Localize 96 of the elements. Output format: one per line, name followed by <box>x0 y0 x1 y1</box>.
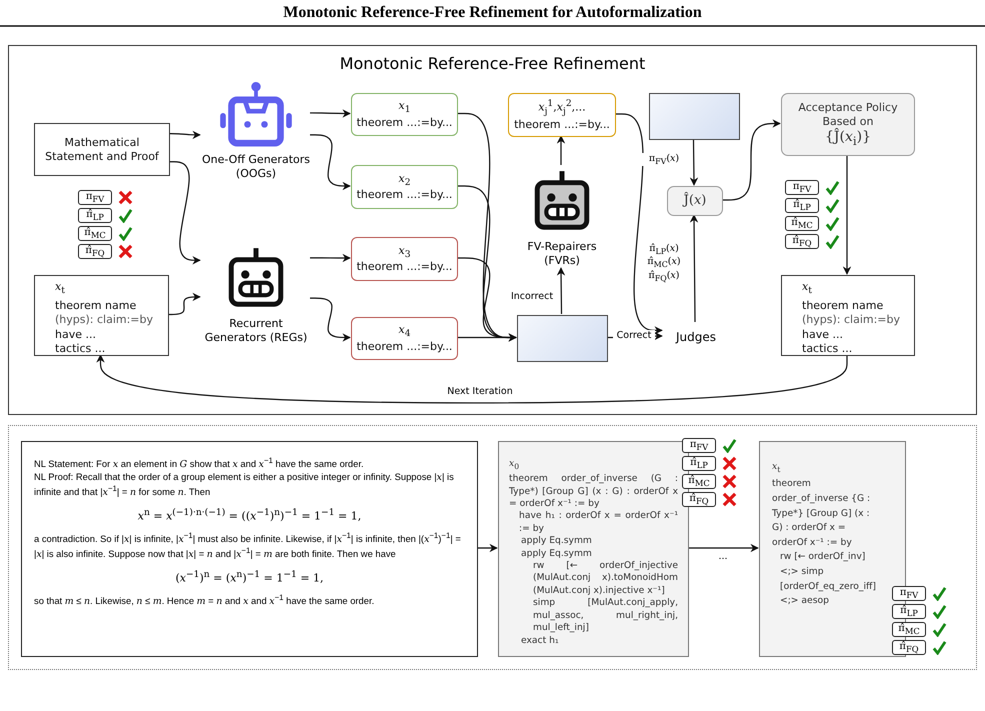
code-line: exact h₁ <box>520 634 560 647</box>
code-line: have ... <box>55 328 97 342</box>
code-box <box>781 275 915 356</box>
code-box <box>498 441 689 657</box>
panel-title: Monotonic Reference-Free Refinement <box>338 54 646 74</box>
code-line: <;> simp [orderOf_eq_zero_iff] <box>779 564 877 594</box>
arrow <box>310 109 351 118</box>
arrow <box>556 135 566 165</box>
code-box <box>759 441 906 657</box>
arrow <box>477 544 498 552</box>
variable-label: x$_{2}$ <box>398 172 411 188</box>
equation: (x$^{−1}$)$^{n}$ = (x$^{n}$)$^{−1}$ = 1$^{−1}$ = 1, <box>174 568 325 586</box>
code-line: apply Eq.symm <box>520 535 593 548</box>
variable-label: x$_{4}$ <box>398 323 411 340</box>
code-box <box>34 275 169 356</box>
metric-tag: π̂$_{FQ}$ <box>892 640 926 655</box>
variable-label: x$_{t}$ <box>55 280 66 298</box>
code-line: theorem ...:=by... <box>356 188 452 202</box>
code-line: tactics ... <box>55 342 106 357</box>
statement-box <box>34 123 170 176</box>
metric-tag: π$_{FV}$ <box>682 438 716 453</box>
code-line: theorem ...:=by... <box>356 260 452 274</box>
candidate-box <box>351 165 458 209</box>
paragraph: so that m ≤ n. Likewise, n ≤ m. Hence m = n and x and x$^{−1}$ have the same order. <box>34 593 376 608</box>
policy-box <box>781 93 915 156</box>
arrow <box>310 134 351 190</box>
empty-box <box>649 93 740 140</box>
metric-tag: π̂$_{LP}$ <box>682 456 716 471</box>
arrow <box>169 130 201 140</box>
metric-tag: π$_{FV}$ <box>78 190 112 205</box>
variable-label: x$_{0}$ <box>509 458 520 473</box>
metric-tag: π̂$_{FQ}$ <box>785 234 819 249</box>
code-line: apply Eq.symm <box>520 548 593 560</box>
arrow <box>168 292 201 316</box>
code-line: theorem ...:=by... <box>356 340 452 354</box>
code-line: (hyps): claim:=by <box>802 313 902 328</box>
variable-label: x$_{3}$ <box>398 244 411 260</box>
statement-label: Mathematical Statement and Proof <box>44 136 160 164</box>
judges-label: Judges <box>663 323 729 351</box>
candidate-box <box>508 93 616 137</box>
text-box <box>21 441 478 657</box>
empty-box <box>517 315 608 362</box>
code-line: <;> aesop <box>779 594 830 608</box>
metric-tag: π$_{FV}$ <box>785 180 819 195</box>
metric-tag: π̂$_{MC}$ <box>785 216 819 231</box>
arrow <box>690 139 698 186</box>
formula: {Ĵ(x$_{i}$)} <box>825 128 871 148</box>
code-line: have ... <box>802 328 844 342</box>
agent-label: One-Off Generators (OOGs) <box>201 153 311 180</box>
code-line: theorem name <box>802 298 884 314</box>
equation: x$^{n}$ = x$^{(−1)·n·(−1)}$ = ((x$^{−1}$)$^{n}$)$^{−1}$ = 1$^{−1}$ = 1, <box>136 506 362 523</box>
metric-tag: π̂$_{LP}$ <box>785 198 819 213</box>
variable-label: x$_{t}$ <box>772 460 782 476</box>
paragraph: NL Statement: For x an element in G show that x and x$^{−1}$ have the same order. <box>34 456 365 471</box>
agent-label: FV-Repairers (FVRs) <box>526 240 598 268</box>
metric-tag: π̂$_{LP}$ <box>892 604 926 619</box>
arrow <box>688 544 759 552</box>
code-line: (hyps): claim:=by <box>55 313 154 328</box>
formula: Ĵ(x) <box>684 192 706 210</box>
variable-label: x$_{j}$$^{1}$,x$_{j}$$^{2}$,... <box>538 98 586 118</box>
code-line: rw [← orderOf_inv] <box>779 550 866 564</box>
variable-label: x$_{1}$ <box>398 99 411 116</box>
figure-title: Monotonic Reference-Free Refinement for Autoformalization <box>282 4 703 22</box>
paragraph: a contradiction. So if |x| is infinite, |x$^{−1}$| must also be infinite. Likewise, if |x$^{−1}$| is infinite, then |(x$^{−1}$)$^{−1}$| = |x| is also infinite. Suppose now that |x| = n and |x$^{−1}$| = m are both finite. Then we have <box>34 530 462 561</box>
arrow <box>457 333 517 342</box>
edge-label: Correct <box>613 330 655 342</box>
code-line: tactics ... <box>802 342 854 357</box>
agent-label: Recurrent Generators (REGs) <box>204 317 308 344</box>
metric-tag: π̂$_{MC}$ <box>892 622 926 637</box>
metric-tag: π̂$_{MC}$ <box>682 474 716 489</box>
arrow <box>556 267 566 314</box>
policy-box <box>667 186 723 216</box>
candidate-box <box>351 93 458 136</box>
arrow <box>690 214 698 322</box>
arrow <box>310 298 351 342</box>
metric-tag: π$_{FV}$ <box>892 586 926 601</box>
metric-tag: π̂$_{FQ}$ <box>682 492 716 507</box>
policy-label: Acceptance Policy Based on <box>797 101 899 128</box>
arrow <box>722 119 781 201</box>
diagram-panel <box>8 45 977 415</box>
arrow <box>842 155 852 275</box>
paragraph: NL Proof: Recall that the order of a group element is either a positive integer or infinity. Suppose |x| is infinite and that |x$^{−1}$| = n for some n. Then <box>34 470 455 498</box>
candidate-box <box>351 237 458 281</box>
metric-tag: π̂$_{FQ}$ <box>78 244 112 259</box>
variable-label: x$_{t}$ <box>802 280 813 298</box>
metric-tag: π̂$_{LP}$ <box>78 208 112 223</box>
candidate-box <box>351 317 458 360</box>
arrow <box>310 254 351 262</box>
code-line: theorem ...:=by... <box>356 116 452 130</box>
example-panel <box>8 425 977 670</box>
arrow <box>169 161 201 264</box>
arrow <box>96 354 848 404</box>
arrow <box>615 113 663 335</box>
metric-tag: π̂$_{MC}$ <box>78 226 112 241</box>
code-line: theorem ...:=by... <box>514 118 610 132</box>
code-line: theorem name <box>55 298 138 314</box>
